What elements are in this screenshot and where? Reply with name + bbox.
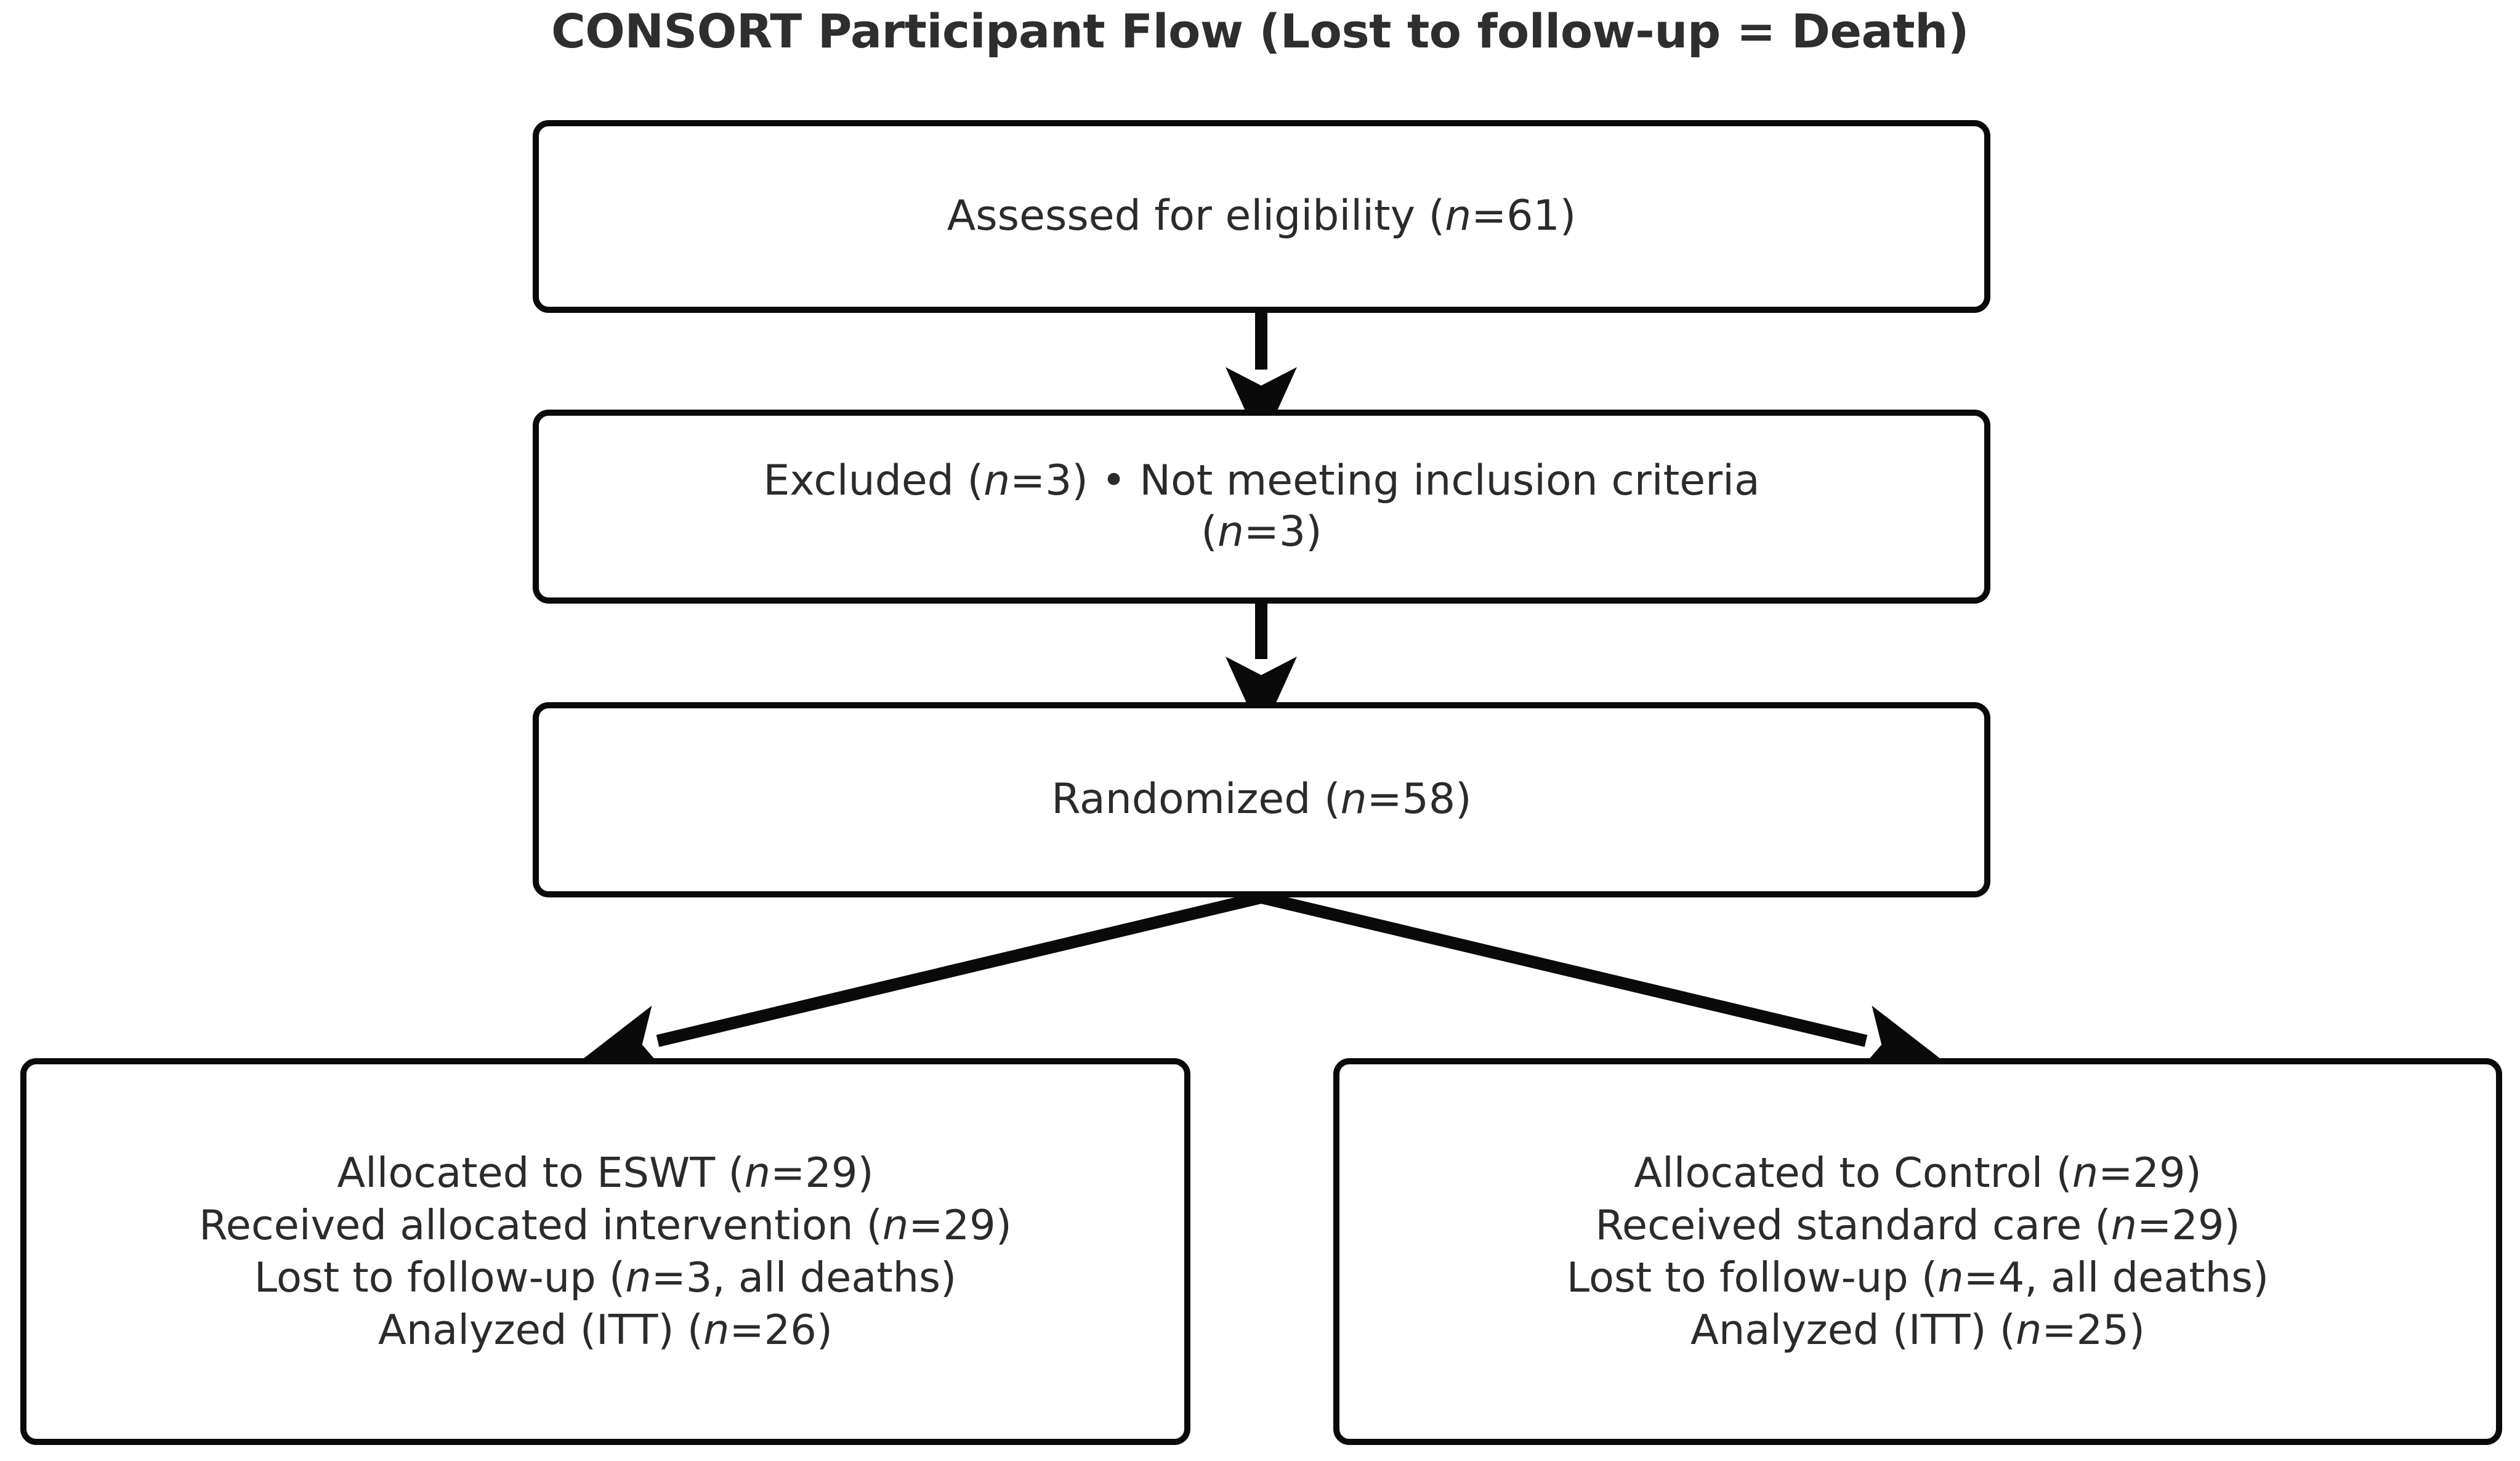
eswt-l1-pre: Allocated to ESWT ( [337, 1148, 745, 1197]
excluded-n-italic-1: n [983, 456, 1011, 506]
box-randomized-text: Randomized (n=58) [539, 775, 1984, 824]
arrow-randomized-to-eswt [583, 891, 1263, 1075]
box-assessed-for-eligibility: Assessed for eligibility (n=61) [533, 120, 1990, 313]
control-l4-pre: Analyzed (ITT) ( [1690, 1306, 2016, 1354]
eswt-l4-pre: Analyzed (ITT) ( [378, 1306, 703, 1354]
excluded-text-pre: Excluded ( [763, 456, 984, 506]
eswt-l2-post: =29) [908, 1200, 1012, 1249]
eswt-l4-n-italic: n [703, 1306, 730, 1354]
eswt-l3-n-italic: n [625, 1253, 652, 1301]
excluded-line2-pre: ( [1201, 507, 1218, 556]
control-l3-pre: Lost to follow-up ( [1566, 1253, 1938, 1301]
figure-title: CONSORT Participant Flow (Lost to follow… [551, 4, 1969, 59]
eswt-l1-n-italic: n [744, 1148, 771, 1197]
control-l2-pre: Received standard care ( [1595, 1200, 2111, 1249]
eligibility-text-pre: Assessed for eligibility ( [947, 192, 1445, 241]
box-assessed-for-eligibility-text: Assessed for eligibility (n=61) [539, 192, 1984, 241]
eswt-l1-post: =29) [770, 1148, 874, 1197]
box-allocated-eswt-text: Allocated to ESWT (n=29) Received alloca… [26, 1147, 1184, 1356]
control-l1-post: =29) [2098, 1148, 2202, 1197]
excluded-n-italic-2: n [1217, 507, 1244, 556]
control-l2-post: =29) [2137, 1200, 2240, 1249]
control-l1-n-italic: n [2072, 1148, 2099, 1197]
randomized-text-pre: Randomized ( [1051, 775, 1341, 824]
box-allocated-eswt: Allocated to ESWT (n=29) Received alloca… [20, 1058, 1190, 1445]
control-l4-n-italic: n [2015, 1306, 2042, 1354]
control-l3-post: =4, all deaths) [1963, 1253, 2269, 1301]
box-randomized: Randomized (n=58) [533, 702, 1990, 897]
randomized-text-post: =58) [1367, 775, 1472, 824]
control-l1-pre: Allocated to Control ( [1634, 1148, 2072, 1197]
arrow-randomized-to-control [1259, 891, 1940, 1075]
eswt-l2-n-italic: n [882, 1200, 909, 1249]
control-l4-post: =25) [2041, 1306, 2145, 1354]
eswt-l3-post: =3, all deaths) [651, 1253, 957, 1301]
randomized-n-italic: n [1340, 775, 1367, 824]
excluded-line2-post: =3) [1243, 507, 1322, 556]
box-excluded-text: Excluded (n=3) • Not meeting inclusion c… [539, 456, 1984, 557]
box-allocated-control: Allocated to Control (n=29) Received sta… [1333, 1058, 2502, 1445]
eswt-l4-post: =26) [729, 1306, 833, 1354]
control-l3-n-italic: n [1937, 1253, 1964, 1301]
eswt-l3-pre: Lost to follow-up ( [254, 1253, 626, 1301]
eligibility-text-post: =61) [1471, 192, 1577, 241]
box-allocated-control-text: Allocated to Control (n=29) Received sta… [1339, 1147, 2496, 1356]
eswt-l2-pre: Received allocated intervention ( [199, 1200, 882, 1249]
control-l2-n-italic: n [2110, 1200, 2138, 1249]
eligibility-n-italic: n [1445, 192, 1472, 241]
excluded-text-mid: =3) • Not meeting inclusion criteria [1010, 456, 1760, 506]
box-excluded: Excluded (n=3) • Not meeting inclusion c… [533, 410, 1990, 604]
